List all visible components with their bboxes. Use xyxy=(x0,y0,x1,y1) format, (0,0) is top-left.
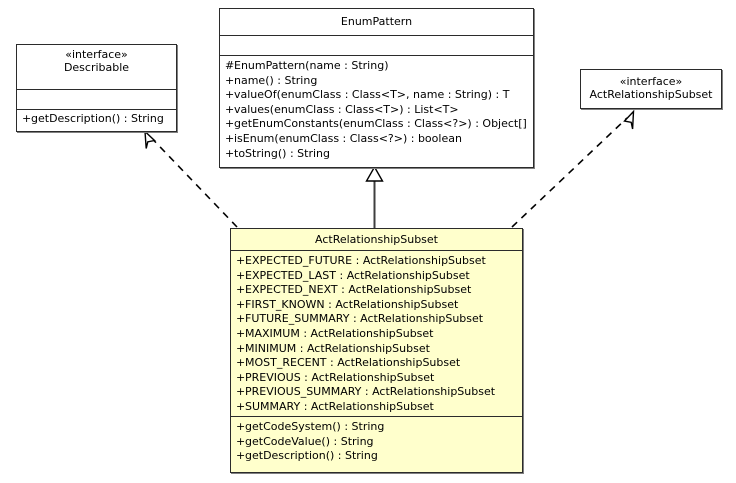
describable-class-name: Describable xyxy=(63,61,130,74)
visibility-marker: + xyxy=(236,283,246,297)
visibility-marker: + xyxy=(236,434,246,448)
hollow-triangle-arrowhead-icon xyxy=(365,165,384,182)
class-box-describable[interactable]: «interface» Describable +getDescription(… xyxy=(16,44,177,132)
member-row: +EXPECTED_FUTURE : ActRelationshipSubset xyxy=(236,254,518,269)
describable-attributes-compartment xyxy=(17,90,176,110)
visibility-marker: + xyxy=(236,326,246,340)
open-arrowhead-icon xyxy=(623,109,635,130)
visibility-marker: + xyxy=(236,449,246,463)
visibility-marker: + xyxy=(236,297,246,311)
describable-stereotype: «interface» xyxy=(65,48,128,61)
describable-title-compartment: «interface» Describable xyxy=(17,45,176,90)
ars-interface-class-name: ActRelationshipSubset xyxy=(589,88,713,101)
visibility-marker: + xyxy=(22,112,32,125)
visibility-marker: + xyxy=(225,131,235,145)
visibility-marker: + xyxy=(236,356,246,370)
member-row: +FUTURE_SUMMARY : ActRelationshipSubset xyxy=(236,312,518,327)
visibility-marker: + xyxy=(236,341,246,355)
visibility-marker: + xyxy=(236,370,246,384)
member-row: +getCodeValue() : String xyxy=(236,435,518,450)
member-signature: getCodeSystem() : String xyxy=(245,420,385,433)
visibility-marker: + xyxy=(225,73,235,87)
enumpattern-attributes-compartment xyxy=(220,36,533,56)
member-signature: MOST_RECENT : ActRelationshipSubset xyxy=(245,356,461,370)
class-box-enumpattern[interactable]: EnumPattern #EnumPattern(name : String) … xyxy=(219,8,534,168)
member-signature: MAXIMUM : ActRelationshipSubset xyxy=(245,326,434,340)
member-signature: getDescription() : String xyxy=(31,112,164,125)
ars-class-title-compartment: ActRelationshipSubset xyxy=(231,229,522,251)
member-row: +PREVIOUS : ActRelationshipSubset xyxy=(236,371,518,386)
member-row: +EXPECTED_NEXT : ActRelationshipSubset xyxy=(236,283,518,298)
class-box-actrelationshipsubset[interactable]: ActRelationshipSubset +EXPECTED_FUTURE :… xyxy=(230,228,523,473)
visibility-marker: # xyxy=(225,59,235,72)
member-row: +EXPECTED_LAST : ActRelationshipSubset xyxy=(236,269,518,284)
member-row: +MOST_RECENT : ActRelationshipSubset xyxy=(236,356,518,371)
member-signature: name() : String xyxy=(234,73,318,87)
member-row: +PREVIOUS_SUMMARY : ActRelationshipSubse… xyxy=(236,385,518,400)
member-signature: valueOf(enumClass : Class<T>, name : Str… xyxy=(234,88,510,102)
class-box-actrelationshipsubset-interface[interactable]: «interface» ActRelationshipSubset xyxy=(580,69,722,109)
describable-methods-compartment: +getDescription() : String xyxy=(17,110,176,131)
member-row: +MINIMUM : ActRelationshipSubset xyxy=(236,342,518,357)
visibility-marker: + xyxy=(236,254,246,267)
member-row: +valueOf(enumClass : Class<T>, name : St… xyxy=(225,88,529,103)
member-signature: values(enumClass : Class<T>) : List<T> xyxy=(234,102,459,116)
ars-interface-title-compartment: «interface» ActRelationshipSubset xyxy=(581,70,721,108)
member-signature: EXPECTED_LAST : ActRelationshipSubset xyxy=(245,268,470,282)
visibility-marker: + xyxy=(236,268,246,282)
member-signature: EXPECTED_NEXT : ActRelationshipSubset xyxy=(245,283,472,297)
member-signature: getCodeValue() : String xyxy=(245,434,374,448)
member-signature: PREVIOUS_SUMMARY : ActRelationshipSubset xyxy=(245,385,496,399)
member-signature: SUMMARY : ActRelationshipSubset xyxy=(245,399,434,413)
member-row: +getDescription() : String xyxy=(236,449,518,464)
ars-class-attributes-compartment: +EXPECTED_FUTURE : ActRelationshipSubset… xyxy=(231,251,522,417)
enumpattern-title-compartment: EnumPattern xyxy=(220,9,533,36)
visibility-marker: + xyxy=(225,102,235,116)
visibility-marker: + xyxy=(236,385,246,399)
member-signature: EnumPattern(name : String) xyxy=(234,59,389,72)
member-signature: isEnum(enumClass : Class<?>) : boolean xyxy=(234,131,462,145)
ars-class-methods-compartment: +getCodeSystem() : String +getCodeValue(… xyxy=(231,417,522,472)
member-signature: FIRST_KNOWN : ActRelationshipSubset xyxy=(245,297,459,311)
member-signature: toString() : String xyxy=(234,146,330,160)
edge-generalization-enumpattern xyxy=(365,165,384,228)
enumpattern-class-name: EnumPattern xyxy=(340,15,413,28)
enumpattern-methods-compartment: #EnumPattern(name : String) +name() : St… xyxy=(220,56,533,167)
member-row: +getDescription() : String xyxy=(22,112,172,127)
member-row: +getCodeSystem() : String xyxy=(236,420,518,435)
member-row: #EnumPattern(name : String) xyxy=(225,59,529,74)
member-signature: MINIMUM : ActRelationshipSubset xyxy=(245,341,430,355)
member-row: +MAXIMUM : ActRelationshipSubset xyxy=(236,327,518,342)
member-signature: EXPECTED_FUTURE : ActRelationshipSubset xyxy=(245,254,486,267)
member-signature: getEnumConstants(enumClass : Class<?>) :… xyxy=(234,117,527,131)
visibility-marker: + xyxy=(225,88,235,102)
ars-interface-stereotype: «interface» xyxy=(619,75,683,88)
member-row: +FIRST_KNOWN : ActRelationshipSubset xyxy=(236,298,518,313)
visibility-marker: + xyxy=(236,399,246,413)
member-row: +values(enumClass : Class<T>) : List<T> xyxy=(225,103,529,118)
visibility-marker: + xyxy=(236,312,246,326)
member-signature: getDescription() : String xyxy=(245,449,378,463)
ars-class-name: ActRelationshipSubset xyxy=(315,233,438,246)
member-row: +SUMMARY : ActRelationshipSubset xyxy=(236,400,518,415)
visibility-marker: + xyxy=(236,420,246,433)
member-row: +isEnum(enumClass : Class<?>) : boolean xyxy=(225,132,529,147)
member-row: +name() : String xyxy=(225,74,529,89)
member-signature: PREVIOUS : ActRelationshipSubset xyxy=(245,370,435,384)
open-arrowhead-icon xyxy=(144,129,156,149)
member-row: +getEnumConstants(enumClass : Class<?>) … xyxy=(225,117,529,132)
member-row: +toString() : String xyxy=(225,147,529,162)
member-signature: FUTURE_SUMMARY : ActRelationshipSubset xyxy=(245,312,484,326)
visibility-marker: + xyxy=(225,146,235,160)
visibility-marker: + xyxy=(225,117,235,131)
